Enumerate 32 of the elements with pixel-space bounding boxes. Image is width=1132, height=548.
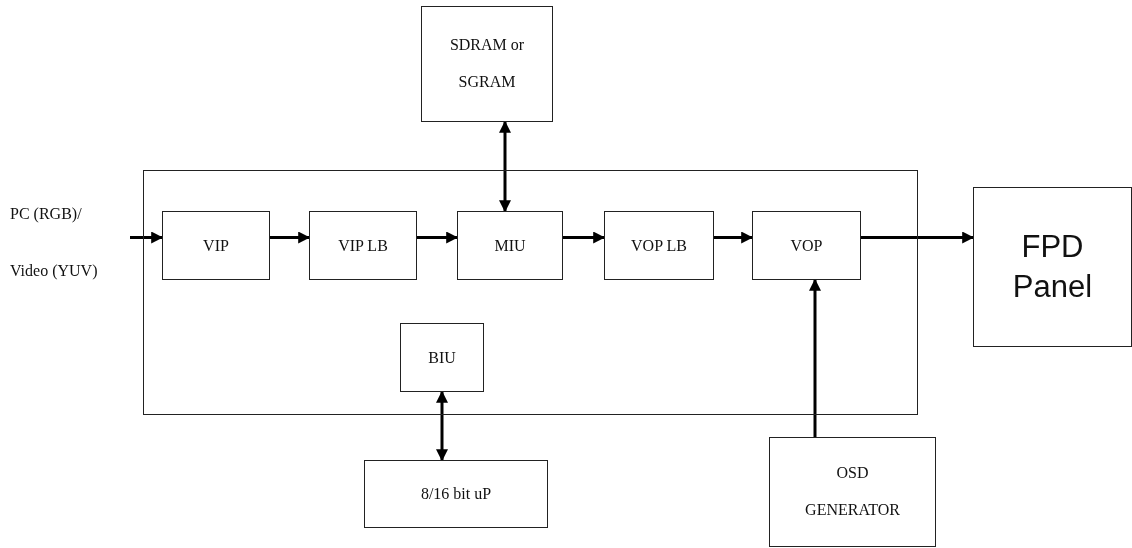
arrow (417, 231, 459, 244)
block-label: BIU (428, 348, 456, 367)
block-label: FPD Panel (1011, 227, 1094, 306)
block-box (364, 460, 548, 528)
arrow (714, 231, 754, 244)
arrow (861, 231, 975, 244)
block-label: MIU (494, 236, 526, 255)
block-label: OSD GENERATOR (804, 463, 901, 520)
arrow (436, 390, 448, 462)
input-label: Video (YUV) (10, 262, 98, 280)
block-box (752, 211, 861, 280)
block-label: SDRAM or SGRAM (448, 35, 526, 92)
block-label: VIP LB (338, 236, 388, 255)
block-label: VOP (790, 236, 823, 255)
block-box (162, 211, 270, 280)
arrow (499, 120, 511, 213)
block-label: 8/16 bit uP (420, 485, 492, 503)
block-box (604, 211, 714, 280)
block-box (400, 323, 484, 392)
arrow (270, 231, 311, 244)
block-label: VIP (203, 236, 229, 255)
chip-boundary-box (143, 170, 918, 415)
arrow (130, 231, 164, 244)
arrow (809, 278, 821, 437)
arrow (563, 231, 606, 244)
input-label: PC (RGB)/ (10, 205, 82, 223)
block-box (457, 211, 563, 280)
block-box (769, 437, 936, 547)
block-box (973, 187, 1132, 347)
block-box (309, 211, 417, 280)
block-box (421, 6, 553, 122)
block-label: VOP LB (631, 236, 687, 255)
